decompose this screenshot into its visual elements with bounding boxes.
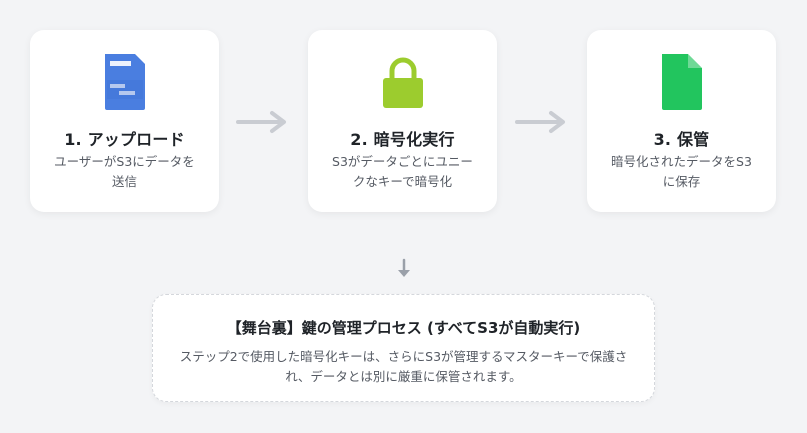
key-management-note: 【舞台裏】鍵の管理プロセス (すべてS3が自動実行) ステップ2で使用した暗号化… xyxy=(152,294,655,402)
step-title: 1. アップロード xyxy=(64,130,185,149)
step-card-encrypt: 2. 暗号化実行 S3がデータごとにユニークなキーで暗号化 xyxy=(308,30,497,212)
note-title: 【舞台裏】鍵の管理プロセス (すべてS3が自動実行) xyxy=(226,319,581,337)
step-title: 3. 保管 xyxy=(653,130,710,149)
step-card-store: 3. 保管 暗号化されたデータをS3に保存 xyxy=(587,30,776,212)
document-icon xyxy=(104,54,145,110)
lock-icon xyxy=(382,57,423,108)
file-icon xyxy=(661,54,702,110)
step-description: ユーザーがS3にデータを送信 xyxy=(54,154,195,189)
step-card-upload: 1. アップロード ユーザーがS3にデータを送信 xyxy=(30,30,219,212)
arrow-right-icon xyxy=(515,111,565,133)
note-description: ステップ2で使用した暗号化キーは、さらにS3が管理するマスターキーで保護され、デ… xyxy=(179,349,628,384)
step-description: S3がデータごとにユニークなキーで暗号化 xyxy=(332,154,473,189)
arrow-down-icon xyxy=(398,258,410,277)
step-title: 2. 暗号化実行 xyxy=(350,130,455,149)
step-description: 暗号化されたデータをS3に保存 xyxy=(611,154,752,189)
arrow-right-icon xyxy=(236,111,286,133)
